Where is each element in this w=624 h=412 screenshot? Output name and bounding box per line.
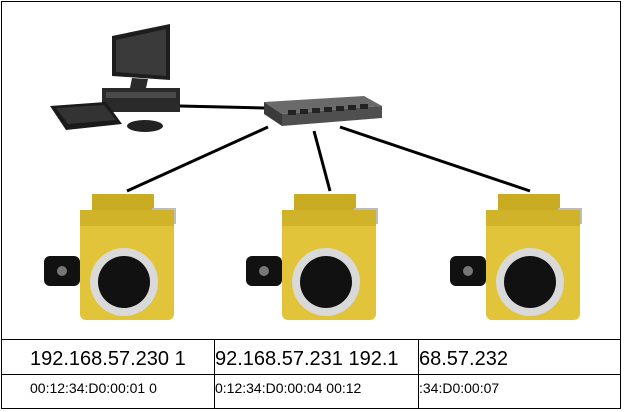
switch-encoder3-link bbox=[339, 125, 531, 193]
switch-encoder1-link bbox=[126, 125, 269, 193]
table-divider-2 bbox=[418, 339, 419, 409]
switch-encoder2-link bbox=[312, 130, 332, 192]
mac-row-segment-1: 00:12:34:D0:00:01 0 bbox=[30, 380, 157, 396]
ip-row-segment-3: 68.57.232 bbox=[419, 348, 508, 370]
encoder-icon-2 bbox=[246, 194, 378, 320]
ip-row-segment-2: 92.168.57.231 192.1 bbox=[215, 348, 399, 370]
mac-row-segment-2: 0:12:34:D0:00:04 00:12 bbox=[215, 380, 362, 396]
connection-lines bbox=[126, 104, 531, 193]
pc-switch-link bbox=[179, 104, 265, 110]
mac-row-segment-3: :34:D0:00:07 bbox=[419, 380, 500, 396]
table-top-rule bbox=[2, 339, 620, 340]
switch-icon bbox=[264, 96, 382, 126]
encoder-icon-1 bbox=[44, 194, 176, 320]
table-divider-1 bbox=[214, 339, 215, 409]
pc-icon bbox=[50, 24, 180, 132]
table-middle-rule bbox=[2, 374, 620, 375]
ip-row-segment-1: 192.168.57.230 1 bbox=[30, 348, 186, 370]
encoder-icon-3 bbox=[450, 194, 582, 320]
